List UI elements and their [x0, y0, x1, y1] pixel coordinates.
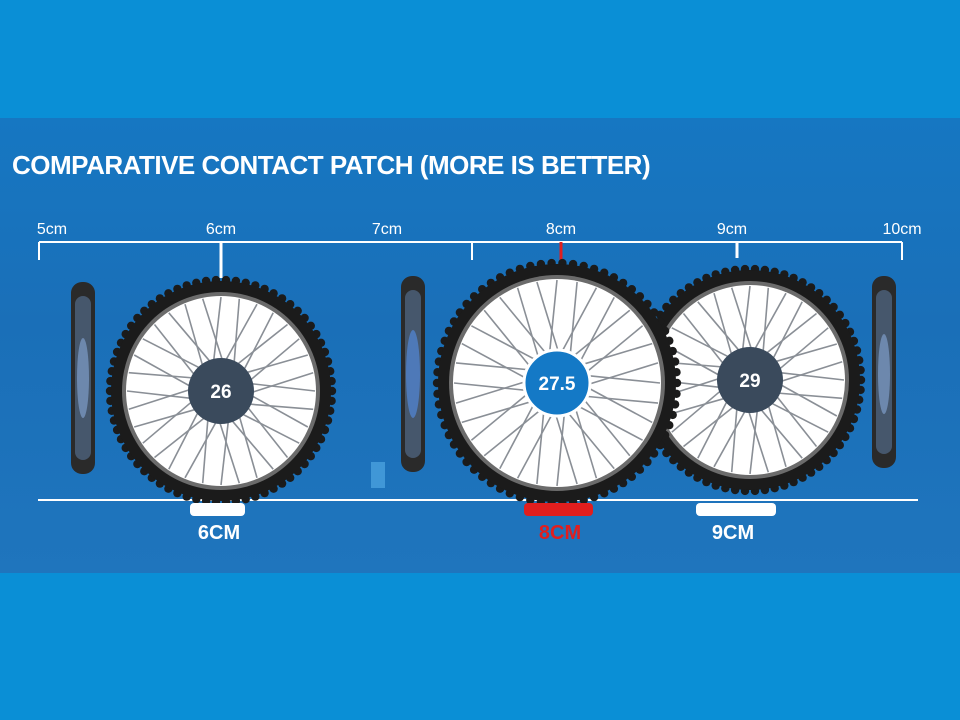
contact-patch-29 [696, 503, 776, 516]
scale-label-8cm: 8cm [546, 221, 576, 238]
patch-label-29: 9CM [712, 522, 754, 544]
wheel-26: 26 [105, 275, 337, 507]
wheel-27-5: 27.5 [432, 258, 682, 508]
scale-labels: 5cm 6cm 7cm 8cm 9cm 10cm [37, 221, 922, 238]
side-view-tyre [872, 276, 896, 468]
hub [522, 348, 592, 418]
small-marker [371, 462, 385, 488]
side-view-tyre [401, 276, 425, 472]
contact-patch-27-5 [524, 503, 593, 516]
hub [188, 358, 254, 424]
spokes [655, 285, 845, 475]
diagram-title: COMPARATIVE CONTACT PATCH (MORE IS BETTE… [12, 150, 651, 180]
patch-label-27-5: 8CM [539, 522, 581, 544]
patch-label-26: 6CM [198, 522, 240, 544]
side-view-tyre [71, 282, 95, 474]
hub [717, 347, 783, 413]
scale-label-10cm: 10cm [882, 221, 921, 238]
spokes [126, 296, 316, 486]
scale-label-7cm: 7cm [372, 221, 402, 238]
hub-label-27-5: 27.5 [539, 374, 576, 395]
scale-label-5cm: 5cm [37, 221, 67, 238]
scale-label-9cm: 9cm [717, 221, 747, 238]
wheel-29: 29 [634, 264, 866, 496]
hub-label-26: 26 [210, 382, 231, 403]
hub-label-29: 29 [739, 371, 760, 392]
spokes [453, 279, 661, 487]
contact-patch-26 [190, 503, 245, 516]
scale-label-6cm: 6cm [206, 221, 236, 238]
